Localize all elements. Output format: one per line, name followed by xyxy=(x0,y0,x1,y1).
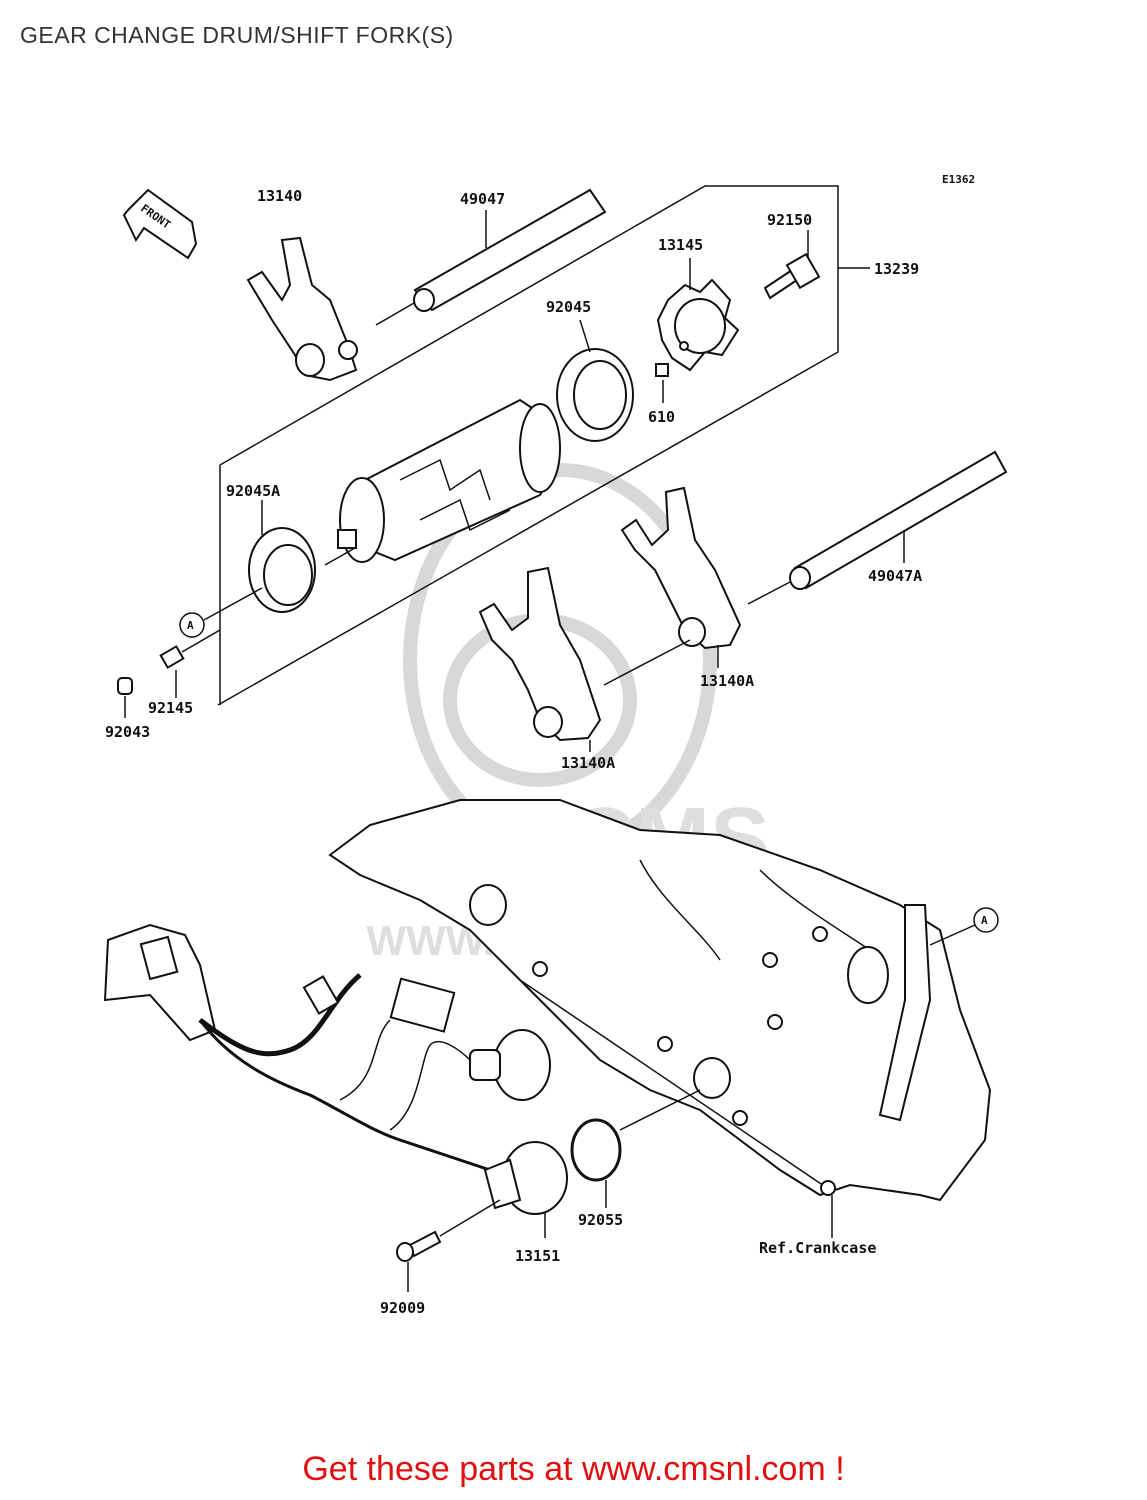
screw-92009 xyxy=(396,1199,501,1292)
screw-92145 xyxy=(159,629,221,698)
label-92009: 92009 xyxy=(380,1299,425,1317)
shift-fork-13140 xyxy=(246,236,358,382)
page-title: GEAR CHANGE DRUM/SHIFT FORK(S) xyxy=(20,22,454,48)
wiring-harness xyxy=(103,923,491,1172)
svg-text:A: A xyxy=(981,914,988,927)
shift-fork-13140A-upper xyxy=(620,486,742,668)
label-92045: 92045 xyxy=(546,298,591,316)
label-13145: 13145 xyxy=(658,236,703,254)
promo-link[interactable]: Get these parts at www.cmsnl.com ! xyxy=(302,1450,845,1488)
bearing-92045 xyxy=(556,319,634,442)
label-49047A: 49047A xyxy=(868,567,922,585)
label-92150: 92150 xyxy=(767,211,812,229)
shift-fork-13140A-lower xyxy=(478,566,691,752)
pin-92043 xyxy=(117,677,133,718)
label-92045A: 92045A xyxy=(226,482,280,500)
label-92145: 92145 xyxy=(148,699,193,717)
ref-marker-right: A xyxy=(973,907,999,933)
label-ref-crankcase: Ref.Crankcase xyxy=(759,1239,876,1257)
label-13239: 13239 xyxy=(874,260,919,278)
diagram-code: E1362 xyxy=(942,173,975,186)
label-92055: 92055 xyxy=(578,1211,623,1229)
ref-marker-upper: A xyxy=(179,587,263,638)
label-13140A-upper: 13140A xyxy=(700,672,754,690)
assembly-bracket xyxy=(217,185,870,706)
svg-text:A: A xyxy=(187,619,194,632)
crankcase xyxy=(328,799,992,1238)
label-13140A-lower: 13140A xyxy=(561,754,615,772)
sensor-plug xyxy=(469,1029,551,1101)
gear-change-drum xyxy=(324,398,561,566)
gear-position-switch-13151 xyxy=(483,1141,568,1238)
shift-rod-49047 xyxy=(375,188,607,326)
o-ring-92055 xyxy=(570,1118,622,1208)
label-92043: 92043 xyxy=(105,723,150,741)
pin-610 xyxy=(655,363,669,403)
front-arrow-icon: FRONT xyxy=(122,188,198,260)
label-610: 610 xyxy=(648,408,675,426)
shift-rod-49047A xyxy=(747,450,1008,605)
label-49047: 49047 xyxy=(460,190,505,208)
label-13151: 13151 xyxy=(515,1247,560,1265)
cam-plate-13145 xyxy=(656,258,740,372)
screw-92150 xyxy=(763,230,821,300)
bearing-92045A xyxy=(248,500,316,613)
label-13140: 13140 xyxy=(257,187,302,205)
